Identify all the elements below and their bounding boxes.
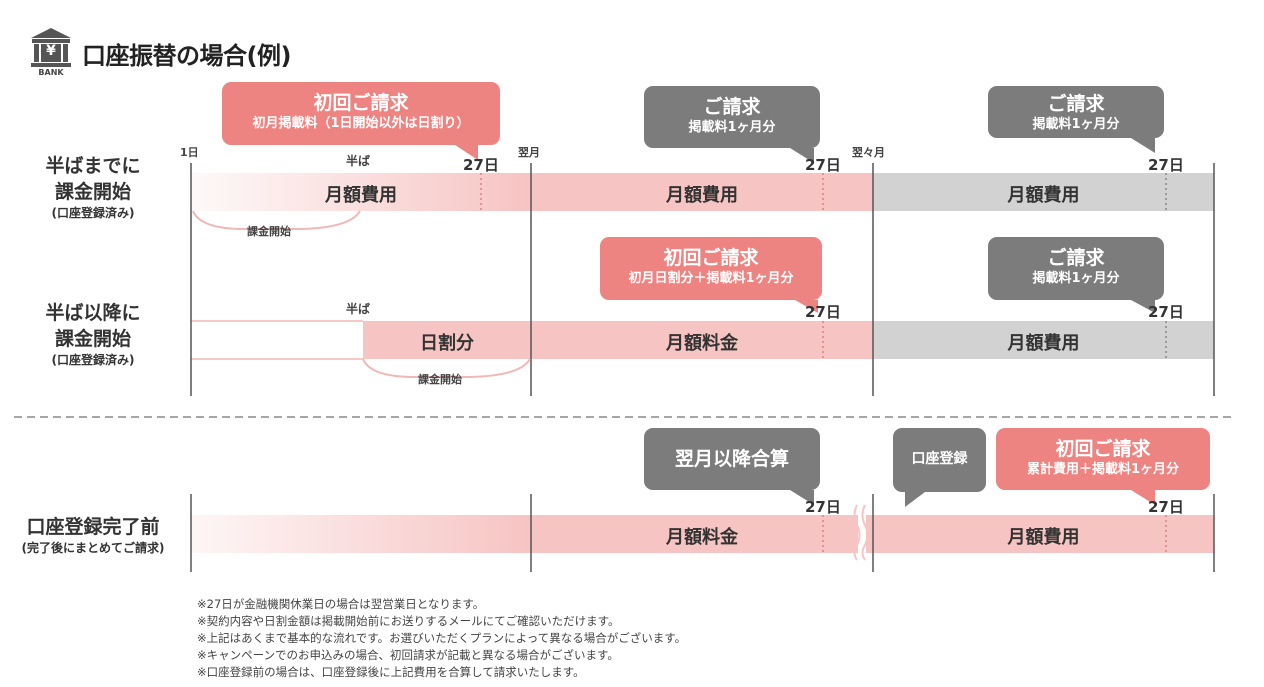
break-mark: [853, 504, 861, 561]
row1-bar-month3: [873, 173, 1214, 211]
bubble-first-bill-row1-detail: 初月掲載料（1日開始以外は日割り）: [252, 116, 470, 131]
day27-r1-m3: 27日: [1148, 156, 1184, 174]
bubble-bill-row2-m3-detail: 掲載料1ヶ月分: [1032, 271, 1120, 286]
bubble-combined: 翌月以降合算: [644, 428, 820, 490]
row2-bar-prorated: [363, 321, 531, 359]
row1-billing-start: 課金開始: [247, 225, 291, 238]
bubble-account-reg-title: 口座登録: [911, 451, 968, 467]
note-1: ※27日が金融機関休業日の場合は翌営業日となります。: [197, 597, 485, 611]
note-5: ※口座登録前の場合は、口座登録後に上記費用を合算して請求いたします。: [197, 665, 585, 679]
day27-r2-m3: 27日: [1148, 303, 1184, 321]
bubble-bill-row1-m2: ご請求 掲載料1ヶ月分: [644, 86, 820, 148]
bank-icon: ¥ BANK: [28, 26, 74, 78]
day27-r1-m1: 27日: [463, 156, 499, 174]
bubble-bill-row1-m3: ご請求 掲載料1ヶ月分: [988, 86, 1164, 138]
row2-bar-label-2: 月額料金: [666, 333, 738, 354]
bubble-first-bill-row3: 初回ご請求 累計費用＋掲載料1ヶ月分: [996, 428, 1210, 490]
row3-bar-month2: [531, 515, 858, 553]
bubble-bill-row1-m2-detail: 掲載料1ヶ月分: [688, 120, 776, 135]
bubble-bill-row2-m3-title: ご請求: [1047, 247, 1105, 269]
bubble-first-bill-row1: 初回ご請求 初月掲載料（1日開始以外は日割り）: [222, 82, 500, 145]
bubble-first-bill-row1-title: 初回ご請求: [313, 92, 409, 114]
bubble-bill-row1-m2-title: ご請求: [703, 96, 761, 118]
bubble-bill-row1-m3-title: ご請求: [1047, 93, 1105, 115]
row2-bar-month3: [873, 321, 1214, 359]
bubble-bill-row1-m3-detail: 掲載料1ヶ月分: [1032, 117, 1120, 132]
row1-bar-label-1: 月額費用: [325, 185, 397, 206]
bubble-combined-title: 翌月以降合算: [674, 448, 789, 470]
note-3: ※上記はあくまで基本的な流れです。お選びいただくプランによって異なる場合がござい…: [197, 631, 687, 645]
row3-label: 口座登録完了前 (完了後にまとめてご請求): [0, 514, 186, 556]
bubble-first-bill-row3-detail: 累計費用＋掲載料1ヶ月分: [1026, 462, 1180, 477]
row2-billing-bracket: [362, 358, 531, 378]
day27-r3-m3: 27日: [1148, 498, 1184, 516]
row1-label: 半ばまでに 課金開始 (口座登録済み): [18, 153, 168, 221]
tick-month-after: 翌々月: [852, 146, 885, 159]
row1-billing-bracket: [192, 210, 361, 230]
note-2: ※契約内容や日割金額は掲載開始前にお送りするメールにてご確認いただけます。: [197, 614, 620, 628]
row2-label-sub: (口座登録済み): [51, 353, 135, 367]
day27-r3-m2: 27日: [805, 498, 841, 516]
bubble-first-bill-row2-title: 初回ご請求: [663, 247, 759, 269]
bubble-bill-row2-m3: ご請求 掲載料1ヶ月分: [988, 237, 1164, 300]
bubble-first-bill-row2-detail: 初月日割分＋掲載料1ヶ月分: [628, 271, 794, 286]
day27-r2-m2: 27日: [805, 303, 841, 321]
tick-mid-row1: 半ば: [346, 154, 371, 168]
yen-symbol: ¥: [46, 43, 56, 59]
row2-label: 半ば以降に 課金開始 (口座登録済み): [18, 300, 168, 368]
day27-r1-m2: 27日: [805, 156, 841, 174]
row3-bar-label-3: 月額費用: [1007, 527, 1080, 548]
row1-label-sub: (口座登録済み): [51, 206, 135, 220]
row3-bar-month1: [191, 515, 531, 553]
bank-caption: BANK: [38, 68, 64, 77]
row3-label-main: 口座登録完了前: [26, 516, 160, 538]
row3-bar-month3: [866, 515, 1214, 553]
row1-bar-month2: [531, 173, 873, 211]
row2-bar-before: [191, 321, 363, 359]
tick-next-month: 翌月: [518, 146, 540, 159]
row2-bar-label-3: 月額費用: [1007, 333, 1080, 354]
bubble-account-reg: 口座登録: [893, 428, 986, 492]
row2-billing-start: 課金開始: [418, 373, 462, 386]
row1-bar-label-3: 月額費用: [1007, 185, 1080, 206]
page-title: 口座振替の場合(例): [82, 42, 291, 70]
row2-bar-month2: [531, 321, 873, 359]
row2-bar-label-prorated: 日割分: [420, 333, 474, 354]
bubble-first-bill-row3-title: 初回ご請求: [1055, 438, 1151, 460]
tick-mid-row2: 半ば: [346, 302, 371, 316]
row3-bar-label-2: 月額料金: [666, 527, 738, 548]
row2-label-main: 半ば以降に 課金開始: [45, 302, 141, 350]
note-4: ※キャンペーンでのお申込みの場合、初回請求が記載と異なる場合がございます。: [197, 648, 619, 662]
tick-day1: 1日: [180, 146, 199, 159]
row1-bar-month1: [191, 173, 531, 211]
row1-label-main: 半ばまでに 課金開始: [45, 155, 141, 203]
bubble-first-bill-row2: 初回ご請求 初月日割分＋掲載料1ヶ月分: [600, 237, 822, 300]
row3-label-sub: (完了後にまとめてご請求): [21, 541, 165, 555]
row1-bar-label-2: 月額費用: [666, 185, 738, 206]
